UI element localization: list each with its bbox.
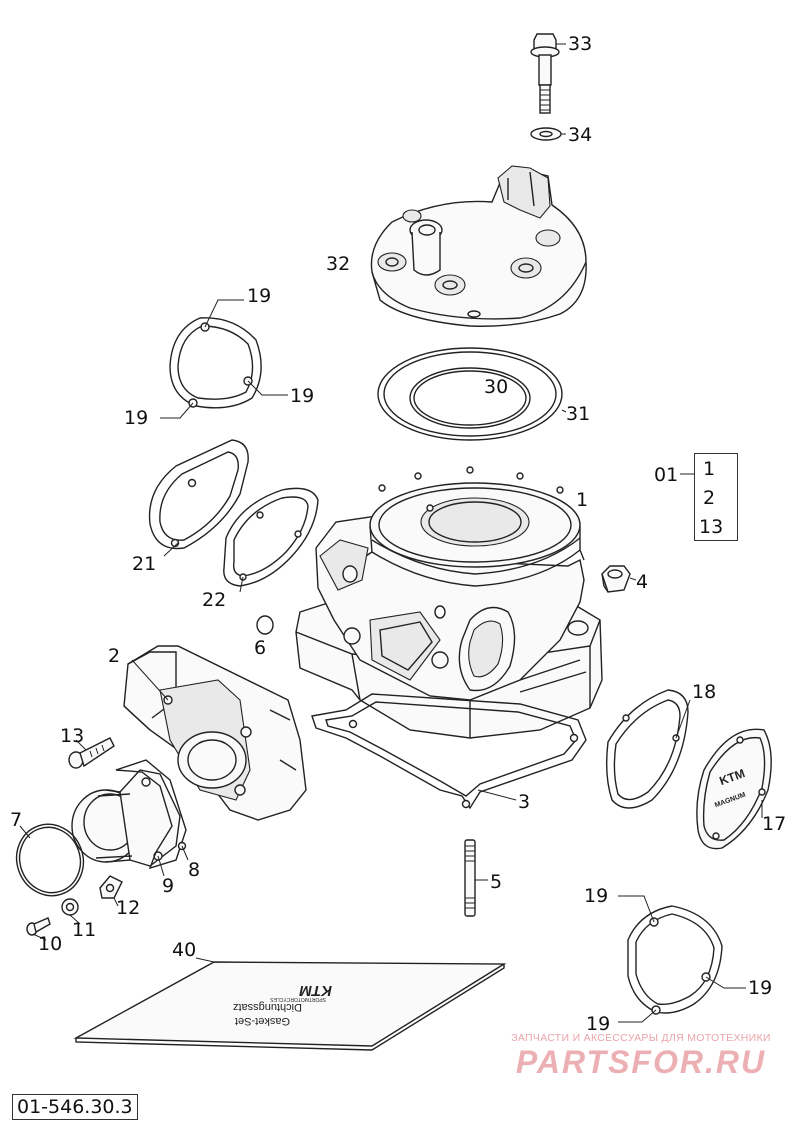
part-21-exhaust-gasket [148,439,249,550]
part-19-gasket-upper [169,317,262,409]
callout-kit-2: 2 [703,487,715,509]
callout-12: 12 [116,897,140,919]
part-4-nut [601,565,631,593]
callout-11: 11 [72,919,96,941]
callout-19-upper-top: 19 [247,285,271,307]
callout-31: 31 [566,403,590,425]
watermark-logo: PARTSFOR.RU [515,1044,767,1080]
callout-2: 2 [108,645,120,667]
part-7-o-ring [15,823,85,897]
callout-19-lower-bottom: 19 [586,1013,610,1035]
part-6-o-ring [256,615,274,635]
callout-4: 4 [636,571,648,593]
part-2-exhaust-valve-housing [123,645,307,821]
callout-labels: 33 34 32 19 19 19 30 31 01 1 2 13 1 21 2… [10,33,786,1035]
part-32-cylinder-head [370,165,587,327]
leader-lines [19,43,763,1023]
callout-kit-1: 1 [703,458,715,480]
callout-8: 8 [188,859,200,881]
part-5-stud [464,839,476,917]
part-17-valve-cover: KTM MAGNUM [696,728,772,850]
callout-34: 34 [568,124,592,146]
callout-19-upper-left: 19 [124,407,148,429]
callout-19-lower-top: 19 [584,885,608,907]
callout-17: 17 [762,813,786,835]
callout-22: 22 [202,589,226,611]
part-19-gasket-lower [627,905,723,1015]
part-22-valve-gasket [223,487,319,587]
part-30-o-ring [409,367,531,429]
callout-19-upper-right: 19 [290,385,314,407]
part-10-screw [26,917,51,936]
part-34-washer [530,127,562,141]
callout-7: 7 [10,809,22,831]
callout-6: 6 [254,637,266,659]
callout-01: 01 [654,464,678,486]
callout-19-lower-right: 19 [748,977,772,999]
part-18-cover-gasket [605,689,689,809]
callout-32: 32 [326,253,350,275]
part-13-screw [68,737,115,769]
kit-logo-text: KTM [299,982,332,999]
watermark: ЗАПЧАСТИ И АКСЕССУАРЫ ДЛЯ МОТОТЕХНИКИ PA… [489,1032,793,1080]
kit-bracket [694,453,738,541]
callout-40: 40 [172,939,196,961]
callout-33: 33 [568,33,592,55]
part-3-base-gasket [311,693,587,810]
part-40-gasket-set-package: KTM SPORTMOTORCYCLES Dichtungssatz Gaske… [73,961,507,1051]
watermark-caption: ЗАПЧАСТИ И АКСЕССУАРЫ ДЛЯ МОТОТЕХНИКИ [511,1032,771,1044]
callout-13: 13 [60,725,84,747]
drawing-number: 01-546.30.3 [12,1094,138,1120]
callout-1: 1 [576,489,588,511]
part-11-washer [61,898,79,916]
callout-21: 21 [132,553,156,575]
callout-9: 9 [162,875,174,897]
callout-3: 3 [518,791,530,813]
kit-line2-text: Gasket-Set [235,1015,290,1027]
callout-10: 10 [38,933,62,955]
part-9-exhaust-flange [71,769,181,867]
callout-kit-13: 13 [699,516,723,538]
kit-line1-text: Dichtungssatz [233,1001,302,1013]
kit-sub-text: SPORTMOTORCYCLES [270,996,326,1002]
callout-30: 30 [484,376,508,398]
part-31-head-gasket [377,347,563,441]
part-1-cylinder [295,466,603,739]
part-33-bolt [530,33,560,114]
callout-18: 18 [692,681,716,703]
part-12-clamp-plate [99,875,123,899]
callout-5: 5 [490,871,502,893]
